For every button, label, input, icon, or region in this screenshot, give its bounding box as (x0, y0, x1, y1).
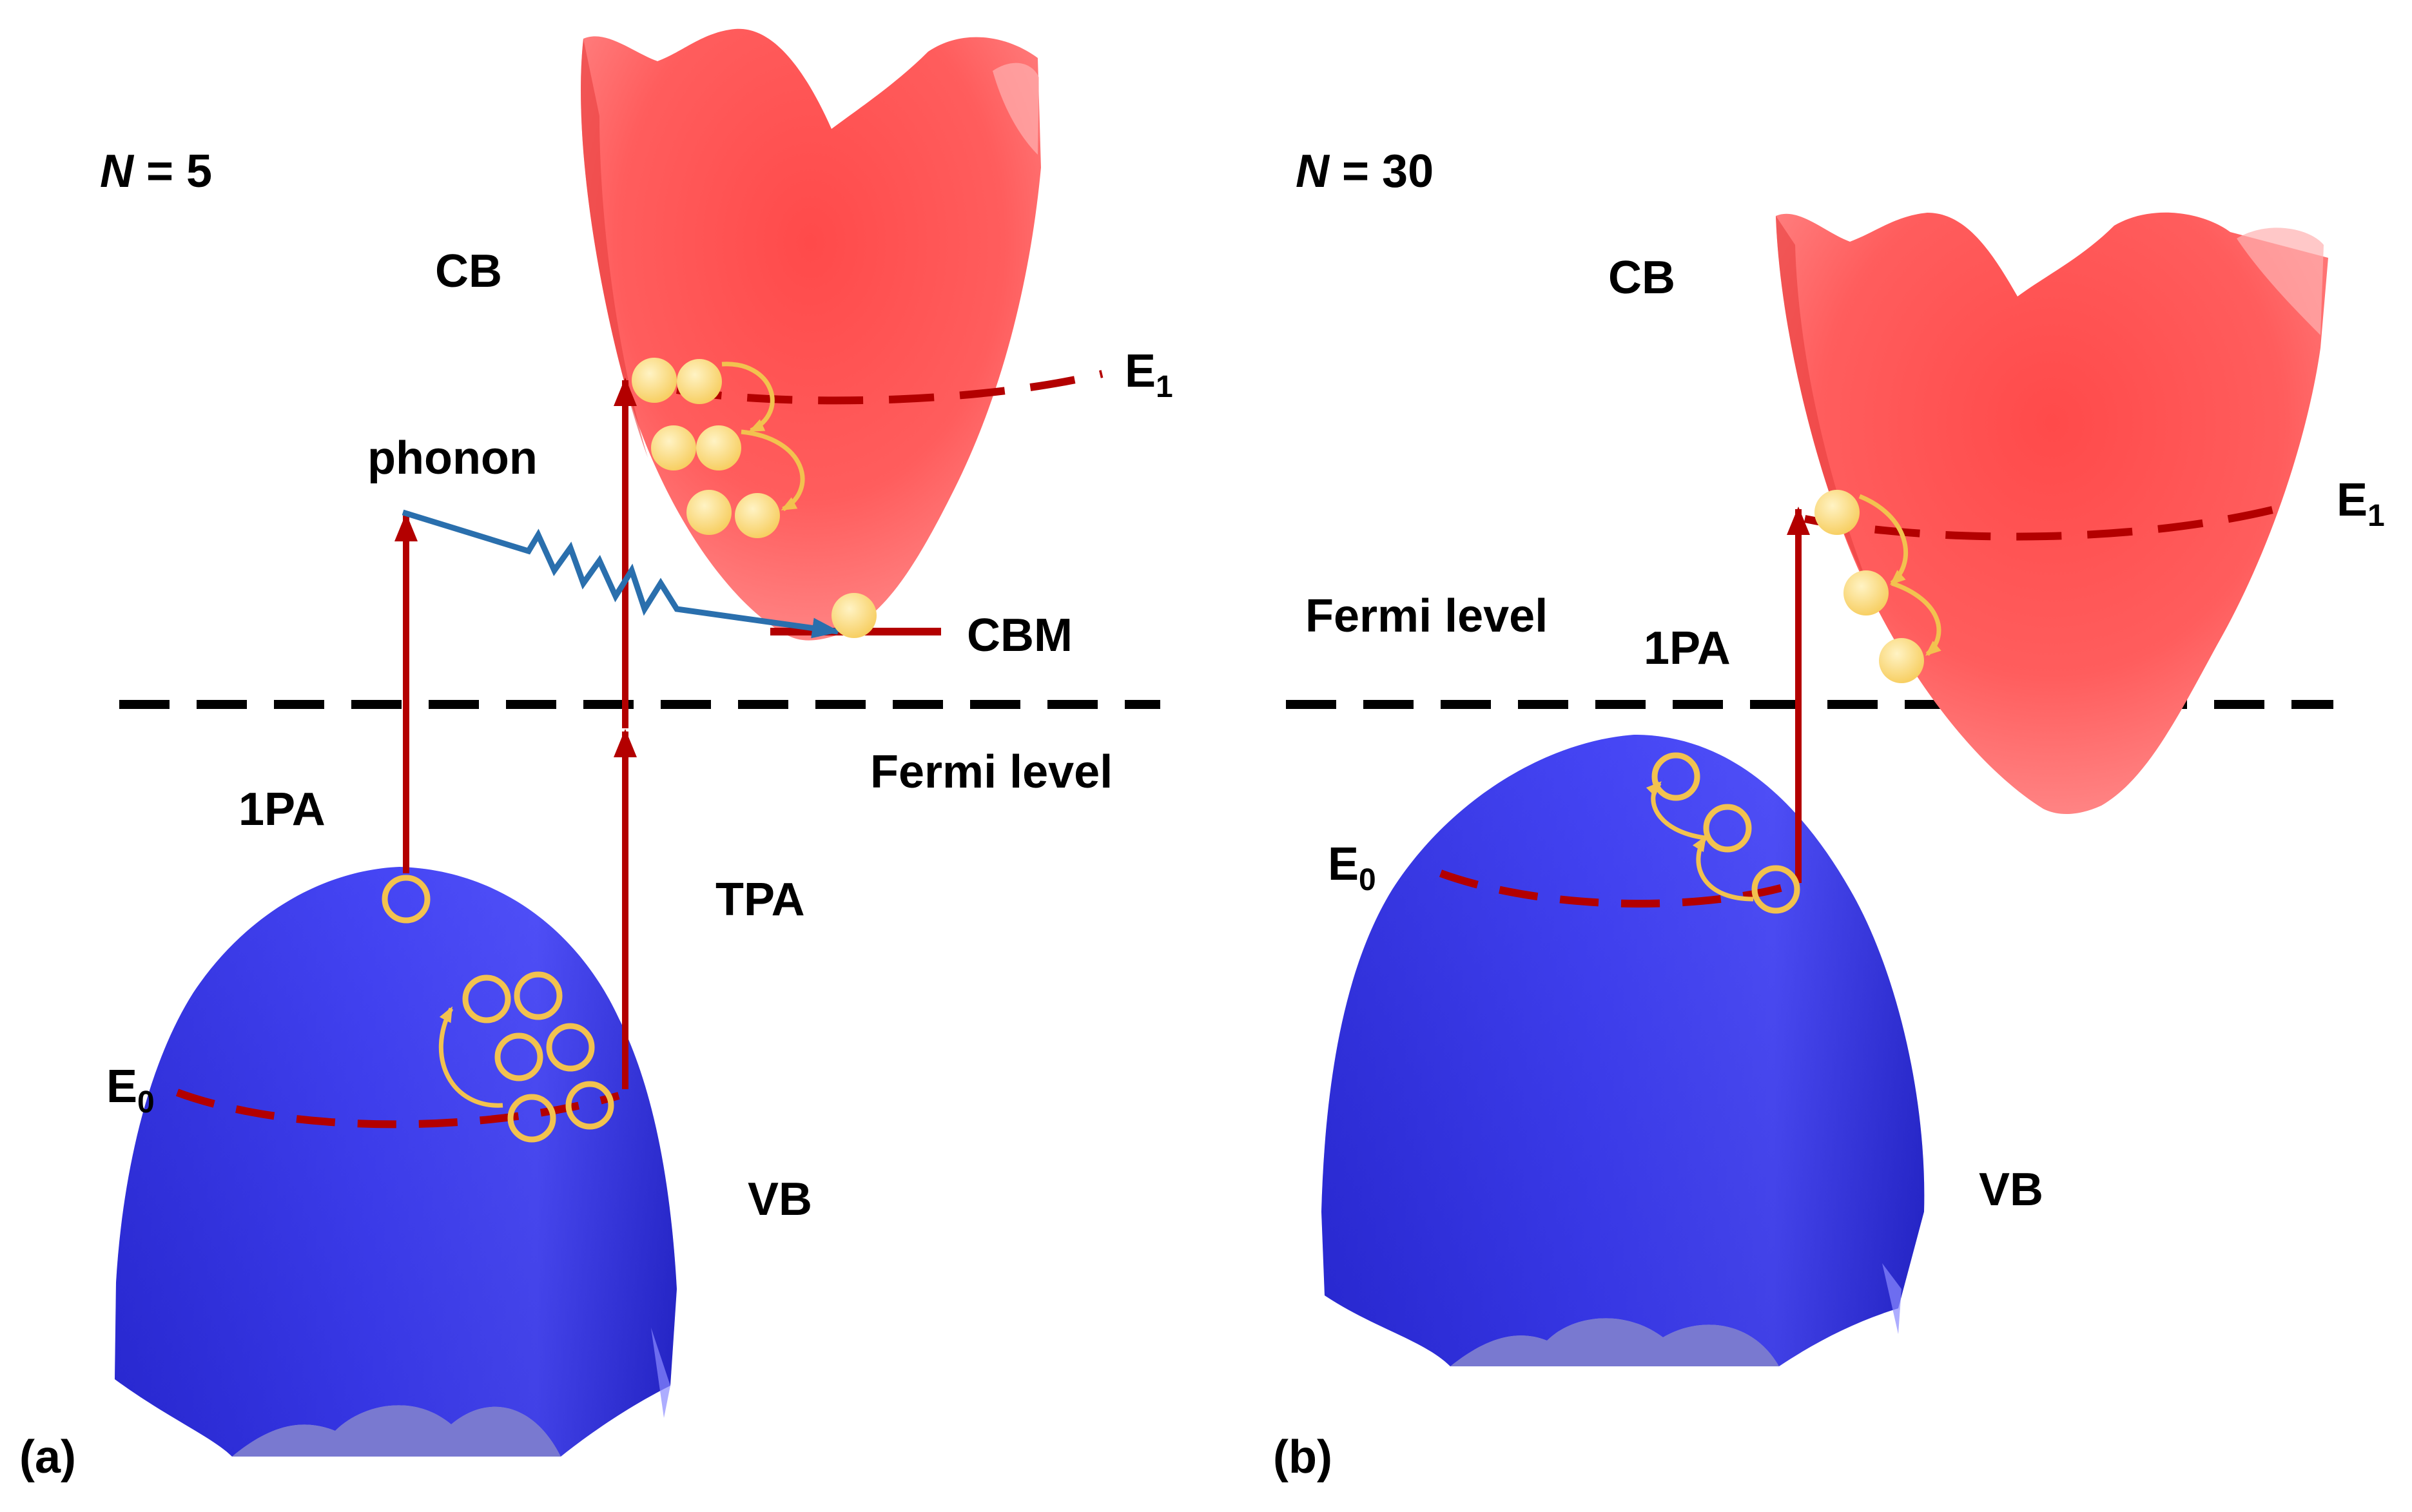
one-pa-label-a: 1PA (238, 784, 326, 835)
hole (1751, 865, 1800, 914)
electron (1843, 570, 1889, 615)
electron (677, 359, 722, 404)
one-pa-label-b: 1PA (1644, 623, 1731, 674)
e1-level-a (676, 370, 1104, 405)
e0-label-a: E0 (106, 1061, 155, 1119)
electron (735, 493, 780, 538)
fermi-level-label-a: Fermi level (870, 746, 1113, 798)
vb-label-b: VB (1979, 1164, 2043, 1216)
conduction-band-a (581, 28, 1041, 641)
panel-label-b: (b) (1273, 1431, 1332, 1483)
holes-b (1646, 752, 1800, 914)
hole (382, 875, 431, 924)
electron (1814, 490, 1860, 535)
hole (1703, 804, 1752, 853)
fermi-level-label-b: Fermi level (1305, 590, 1548, 642)
cbm-label: CBM (967, 610, 1073, 661)
e1-level-b (1804, 502, 2290, 541)
e1-label-a: E1 (1125, 345, 1173, 404)
e0-level-a (175, 1089, 620, 1129)
phonon-arrow (402, 509, 841, 639)
electron (1879, 638, 1924, 683)
electrons-b (1814, 490, 1941, 683)
hole (514, 971, 563, 1020)
hole (565, 1081, 614, 1130)
n-label-a: N = 5 (100, 146, 212, 197)
e0-label-b: E0 (1328, 838, 1376, 897)
cb-label-a: CB (435, 246, 502, 297)
phonon-label: phonon (367, 432, 538, 484)
valence-band-a (115, 867, 677, 1457)
tpa-label: TPA (715, 874, 805, 926)
hole (462, 974, 511, 1023)
hole (507, 1094, 556, 1143)
vb-label-a: VB (748, 1174, 812, 1225)
holes-a (382, 875, 614, 1143)
panel-b: (b) N = 30 CB VB E1 E0 Fermi level 1PA (1273, 146, 2385, 1483)
panel-label-a: (a) (19, 1431, 76, 1483)
n-label-b: N = 30 (1296, 146, 1434, 197)
hole (546, 1023, 595, 1072)
electrons-a (632, 358, 877, 638)
e1-label-b: E1 (2337, 474, 2385, 533)
electron (686, 490, 732, 535)
cb-label-b: CB (1608, 252, 1675, 304)
electron (832, 593, 877, 638)
panel-a: (a) N = 5 CB VB E1 E0 phonon CBM Fermi l… (19, 28, 1173, 1483)
electron (696, 425, 741, 470)
electron (632, 358, 677, 403)
valence-band-b (1321, 735, 1925, 1366)
hole (494, 1032, 543, 1081)
electron (651, 425, 696, 470)
hole (1651, 752, 1700, 801)
